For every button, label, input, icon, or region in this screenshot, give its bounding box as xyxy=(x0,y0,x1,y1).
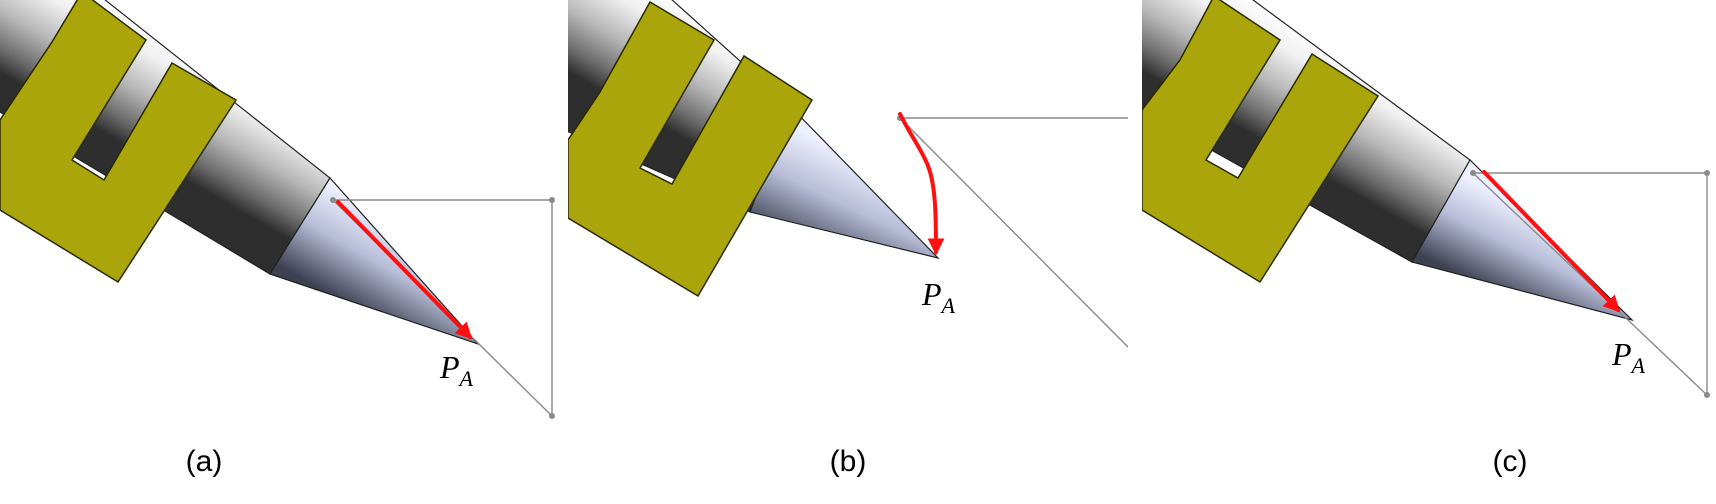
construction-lines xyxy=(897,114,1128,348)
panel-a: PA (a) xyxy=(0,0,556,478)
tool-tip-cone xyxy=(269,177,480,346)
tool-path-arrow xyxy=(336,200,473,340)
tool-clamp xyxy=(1142,0,1380,284)
tool-clamp xyxy=(0,0,238,284)
tool-clamp xyxy=(568,0,814,298)
panel-caption: (b) xyxy=(830,445,867,478)
panel-c: PA (c) xyxy=(1142,0,1710,478)
tool-path-arrow xyxy=(898,112,945,256)
panel-caption: (a) xyxy=(186,445,223,478)
panel-caption: (c) xyxy=(1493,445,1528,478)
panel-b: PA (b) xyxy=(568,0,1128,478)
point-label: PA xyxy=(439,349,474,391)
tool-path-arrow xyxy=(1482,170,1621,313)
point-label: PA xyxy=(921,276,956,318)
point-label: PA xyxy=(1611,336,1646,378)
